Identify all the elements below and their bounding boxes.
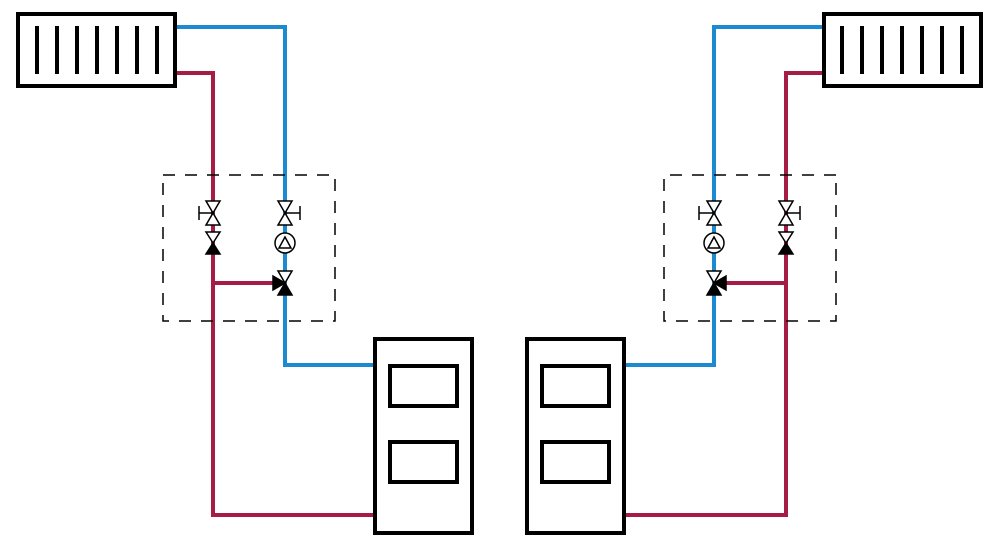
left-heating-system: [16, 12, 474, 535]
right-heating-system: [525, 12, 983, 535]
